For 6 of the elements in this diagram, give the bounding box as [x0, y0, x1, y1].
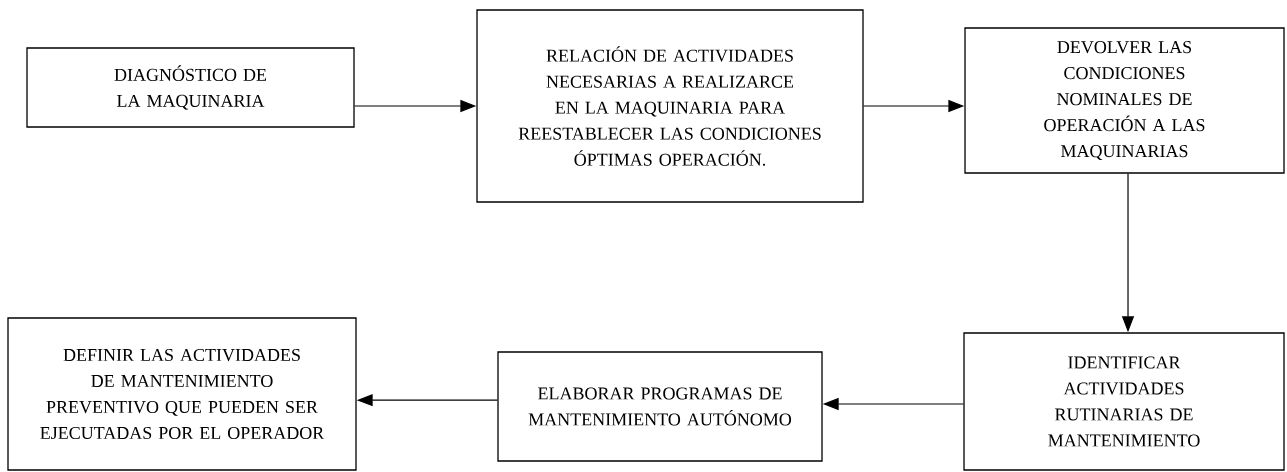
process-box: RELACIÓN DE ACTIVIDADES NECESARIAS A REALIZARCE EN LA MAQUINARIA PARA REESTABLECER LAS CONDICIONES ÓPTIMAS OPERACIÓN.: [476, 9, 864, 203]
process-box: ELABORAR PROGRAMAS DE MANTENIMIENTO AUTÓNOMO: [497, 351, 823, 462]
process-box: DEVOLVER LAS CONDICIONES NOMINALES DE OPERACIÓN A LAS MAQUINARIAS: [964, 27, 1285, 174]
process-box: IDENTIFICAR ACTIVIDADES RUTINARIAS DE MANTENIMIENTO: [963, 332, 1285, 471]
process-box: DEFINIR LAS ACTIVIDADES DE MANTENIMIENTO PREVENTIVO QUE PUEDEN SER EJECUTADAS POR EL OPERADOR: [7, 317, 357, 471]
process-box: DIAGNÓSTICO DE LA MAQUINARIA: [26, 47, 355, 128]
